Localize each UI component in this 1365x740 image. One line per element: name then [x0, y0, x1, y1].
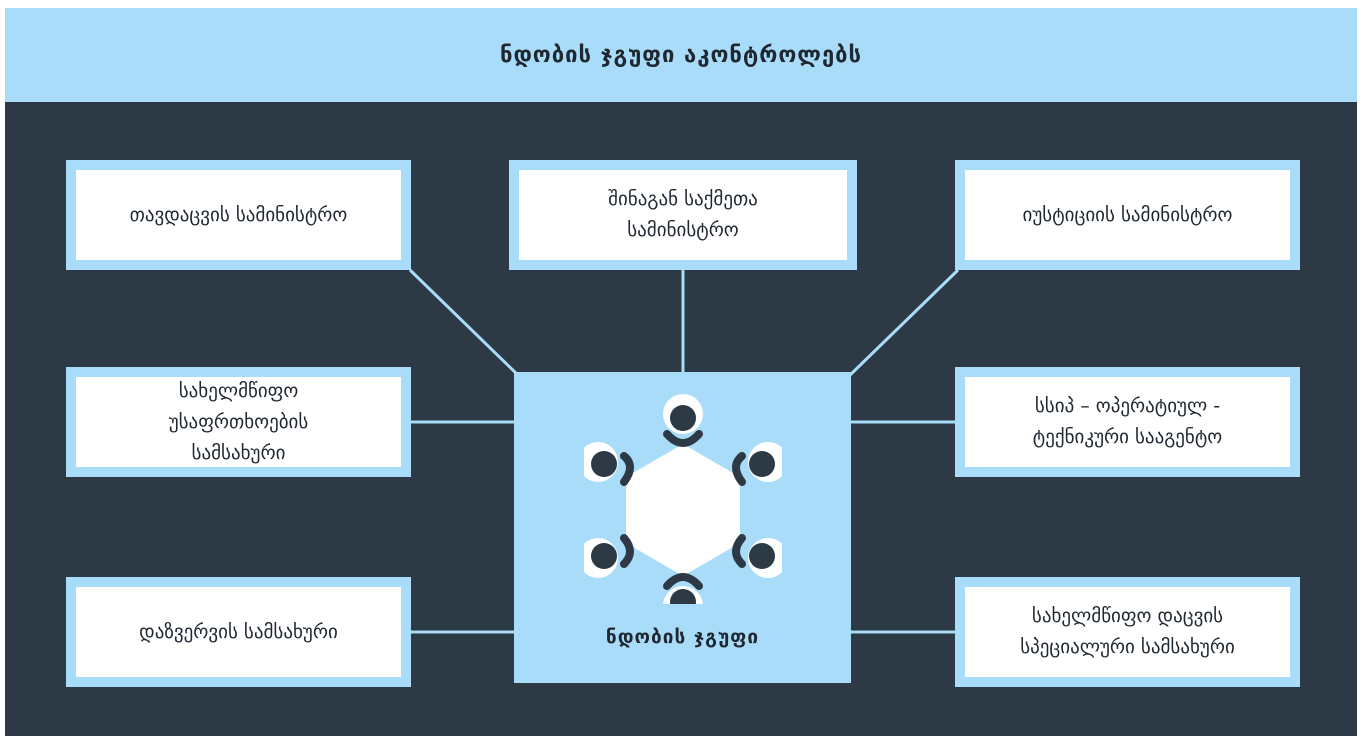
node-label: სსიპ – ოპერატიულ - ტექნიკური სააგენტო	[1032, 395, 1223, 448]
node-label: იუსტიციის სამინისტრო	[1022, 203, 1233, 226]
node-label: სახელმწიფო დაცვის სპეციალური სამსახური	[1020, 605, 1235, 658]
connector-justice	[846, 268, 960, 379]
header-banner: ნდობის ჯგუფი აკონტროლებს	[5, 8, 1357, 102]
connector-defense	[408, 268, 522, 379]
node-state-security-service: სახელმწიფო უსაფრთხოების სამსახური	[66, 367, 411, 477]
node-defense-ministry: თავდაცვის სამინისტრო	[66, 160, 411, 270]
node-justice-ministry: იუსტიციის სამინისტრო	[955, 160, 1300, 270]
trust-group-box: ნდობის ჯგუფი	[514, 372, 851, 683]
node-operative-technical-agency: სსიპ – ოპერატიულ - ტექნიკური სააგენტო	[955, 367, 1300, 477]
node-label: თავდაცვის სამინისტრო	[129, 203, 348, 226]
meeting-table-icon	[584, 394, 782, 604]
node-internal-affairs-ministry: შინაგან საქმეთა სამინისტრო	[509, 160, 857, 270]
trust-group-label: ნდობის ჯგუფი	[605, 626, 760, 648]
node-label: შინაგან საქმეთა სამინისტრო	[608, 188, 758, 241]
node-intelligence-service: დაზვერვის სამსახური	[66, 577, 411, 687]
node-label: დაზვერვის სამსახური	[139, 620, 338, 643]
page-title: ნდობის ჯგუფი აკონტროლებს	[499, 42, 863, 68]
node-label: სახელმწიფო უსაფრთხოების სამსახური	[168, 379, 309, 464]
node-state-protection-service: სახელმწიფო დაცვის სპეციალური სამსახური	[955, 577, 1300, 687]
